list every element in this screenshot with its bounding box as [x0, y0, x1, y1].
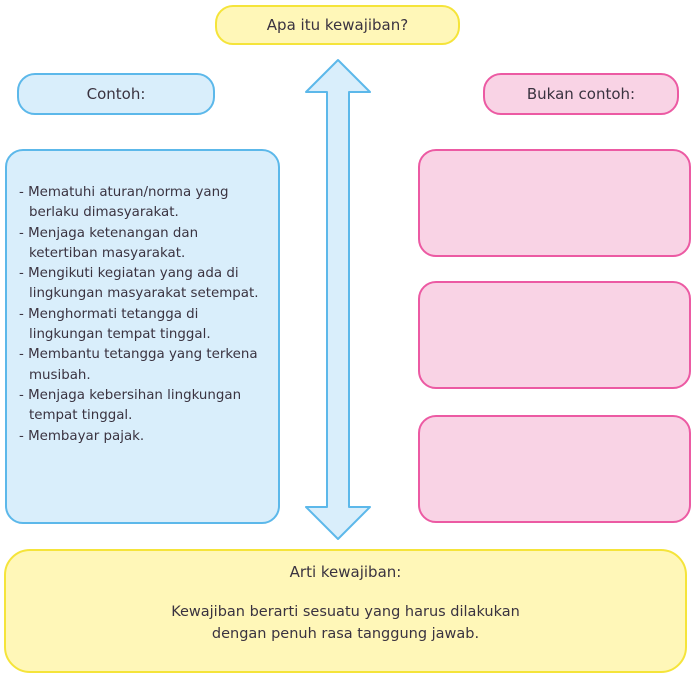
examples-list: - Mematuhi aturan/norma yang berlaku dim…	[19, 183, 264, 447]
definition-line-2: dengan penuh rasa tanggung jawab.	[211, 626, 480, 642]
example-item: - Mengikuti kegiatan yang ada di lingkun…	[19, 266, 259, 302]
non-examples-header-label: Bukan contoh:	[526, 85, 636, 103]
example-item: - Membantu tetangga yang terkena musibah…	[19, 347, 258, 383]
example-item: - Menjaga kebersihan lingkungan tempat t…	[19, 387, 242, 424]
example-item: - Menjaga ketenangan dan ketertiban masy…	[19, 225, 199, 261]
question-label: Apa itu kewajiban?	[266, 16, 409, 34]
definition-title: Arti kewajiban:	[289, 563, 402, 581]
question-pill: Apa itu kewajiban?	[215, 5, 460, 45]
example-item: - Membayar pajak.	[19, 428, 145, 444]
example-item: - Mematuhi aturan/norma yang berlaku dim…	[19, 185, 229, 221]
non-example-box-3[interactable]	[418, 415, 691, 523]
examples-header-pill: Contoh:	[17, 73, 215, 115]
examples-list-box: - Mematuhi aturan/norma yang berlaku dim…	[5, 149, 280, 524]
double-arrow-icon	[305, 59, 371, 540]
non-example-box-2[interactable]	[418, 281, 691, 389]
non-example-box-1[interactable]	[418, 149, 691, 257]
example-item: - Menghormati tetangga di lingkungan tem…	[19, 306, 211, 343]
definition-box: Arti kewajiban: Kewajiban berarti sesuat…	[4, 549, 687, 673]
definition-line-1: Kewajiban berarti sesuatu yang harus dil…	[171, 604, 520, 620]
non-examples-header-pill: Bukan contoh:	[483, 73, 679, 115]
definition-text: Kewajiban berarti sesuatu yang harus dil…	[6, 601, 685, 645]
examples-header-label: Contoh:	[86, 85, 146, 103]
